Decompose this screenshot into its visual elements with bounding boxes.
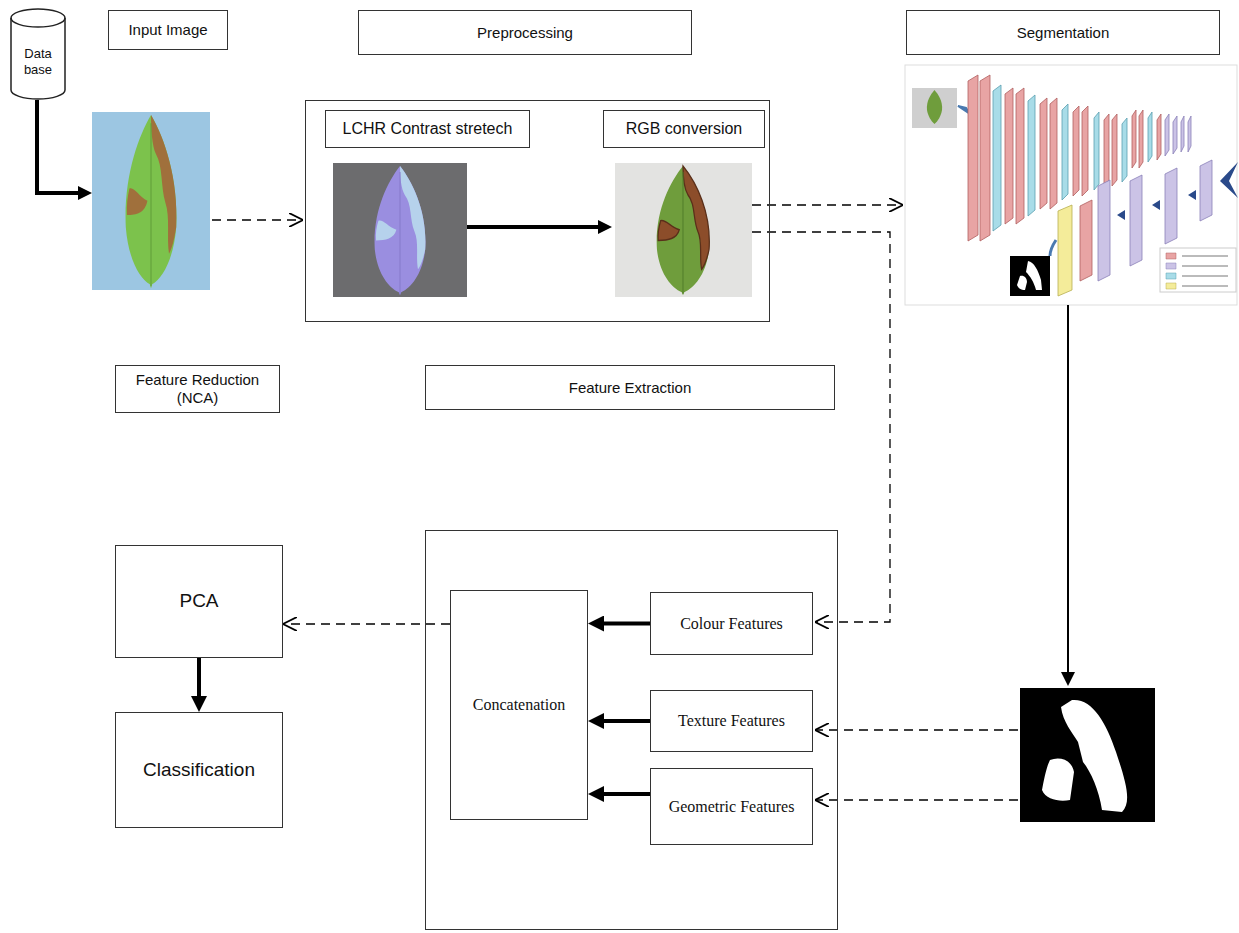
process-box: Concatenation bbox=[450, 590, 588, 820]
feature-box: Geometric Features bbox=[650, 768, 813, 845]
leaf-vein bbox=[151, 123, 152, 286]
node-label: Classification bbox=[143, 759, 255, 782]
image-background bbox=[333, 163, 467, 297]
network-legend-box bbox=[1160, 248, 1236, 292]
flow-arrow bbox=[604, 719, 650, 723]
leaf-image bbox=[126, 115, 177, 288]
node-label: Concatenation bbox=[473, 695, 565, 714]
softmax-layer-block bbox=[1058, 205, 1072, 296]
database-cylinder: Data base bbox=[10, 8, 66, 100]
stage-frame: Concatenation Colour FeaturesTexture Feat… bbox=[425, 530, 838, 930]
node-label: Data base bbox=[13, 46, 63, 77]
input-thumbnail bbox=[912, 88, 957, 128]
stage-frame: LCHR Contrast stretechRGB conversionPrep… bbox=[305, 100, 770, 322]
leaf-vein bbox=[683, 172, 684, 294]
network-legend-swatch bbox=[1166, 273, 1176, 279]
cylinder-rim bbox=[11, 18, 65, 27]
leaf-image bbox=[375, 166, 426, 295]
leaf-vein bbox=[400, 172, 401, 294]
mask-region bbox=[1042, 759, 1074, 801]
leaf-lesion bbox=[683, 166, 709, 269]
node-label: Input Image bbox=[128, 21, 207, 39]
node-label: PCA bbox=[179, 590, 218, 613]
leaf-lesion bbox=[658, 221, 679, 241]
stage-heading-box: Preprocessing bbox=[358, 10, 692, 55]
node-label: Feature Reduction (NCA) bbox=[124, 371, 271, 407]
network-legend-swatch bbox=[1166, 253, 1176, 259]
flow-arrow bbox=[752, 204, 903, 205]
stage-heading-box: Input Image bbox=[108, 10, 228, 50]
network-arrow bbox=[1050, 240, 1056, 256]
network-legend-swatch bbox=[1166, 263, 1176, 269]
flow-arrow bbox=[752, 232, 890, 622]
stage-heading-box: Feature Extraction bbox=[425, 365, 835, 410]
feature-box: Texture Features bbox=[650, 690, 813, 752]
input-thumbnail-leaf bbox=[927, 90, 942, 124]
network-arrow bbox=[1117, 162, 1238, 220]
flow-arrow bbox=[1067, 305, 1069, 672]
process-box: LCHR Contrast stretech bbox=[325, 110, 530, 148]
node-label: Preprocessing bbox=[477, 24, 573, 42]
node-label: Colour Features bbox=[680, 614, 783, 633]
image-background bbox=[92, 112, 210, 290]
feature-box: Colour Features bbox=[650, 592, 813, 655]
leaf-lesion bbox=[400, 166, 425, 269]
node-label: Texture Features bbox=[678, 711, 785, 730]
leaf-image bbox=[657, 166, 710, 295]
flow-arrow bbox=[604, 622, 650, 626]
flow-arrow bbox=[197, 658, 201, 696]
node-label: Segmentation bbox=[1017, 24, 1110, 42]
mask-region bbox=[1061, 700, 1127, 812]
flow-arrow bbox=[815, 729, 1018, 730]
network-legend-lines bbox=[1182, 256, 1228, 286]
network-legend-swatch bbox=[1166, 283, 1176, 289]
network-figure-frame bbox=[905, 65, 1237, 305]
node-label: LCHR Contrast stretech bbox=[343, 119, 513, 138]
stage-heading-box: Segmentation bbox=[906, 10, 1220, 55]
output-thumbnail-mask bbox=[1017, 261, 1042, 290]
leaf-lesion bbox=[376, 221, 397, 241]
leaf-lesion bbox=[151, 115, 176, 254]
flow-arrow bbox=[604, 792, 650, 796]
output-thumbnail bbox=[1010, 256, 1050, 296]
node-label: RGB conversion bbox=[626, 119, 743, 138]
cylinder-body bbox=[11, 9, 65, 99]
leaf-lesion bbox=[127, 188, 148, 215]
stage-heading-box: Feature Reduction (NCA) bbox=[115, 365, 280, 413]
image-background bbox=[615, 163, 752, 297]
process-box: Classification bbox=[115, 712, 283, 828]
mask-image bbox=[1020, 688, 1155, 822]
process-box: PCA bbox=[115, 545, 283, 658]
flow-arrow bbox=[37, 100, 78, 193]
pooling-layer-blocks bbox=[993, 85, 1152, 231]
node-label: Geometric Features bbox=[669, 797, 795, 816]
process-box: RGB conversion bbox=[603, 110, 765, 148]
flow-arrow bbox=[212, 219, 303, 220]
node-label: Feature Extraction bbox=[569, 379, 692, 397]
flow-arrow bbox=[815, 799, 1018, 800]
flow-arrow bbox=[467, 225, 598, 229]
